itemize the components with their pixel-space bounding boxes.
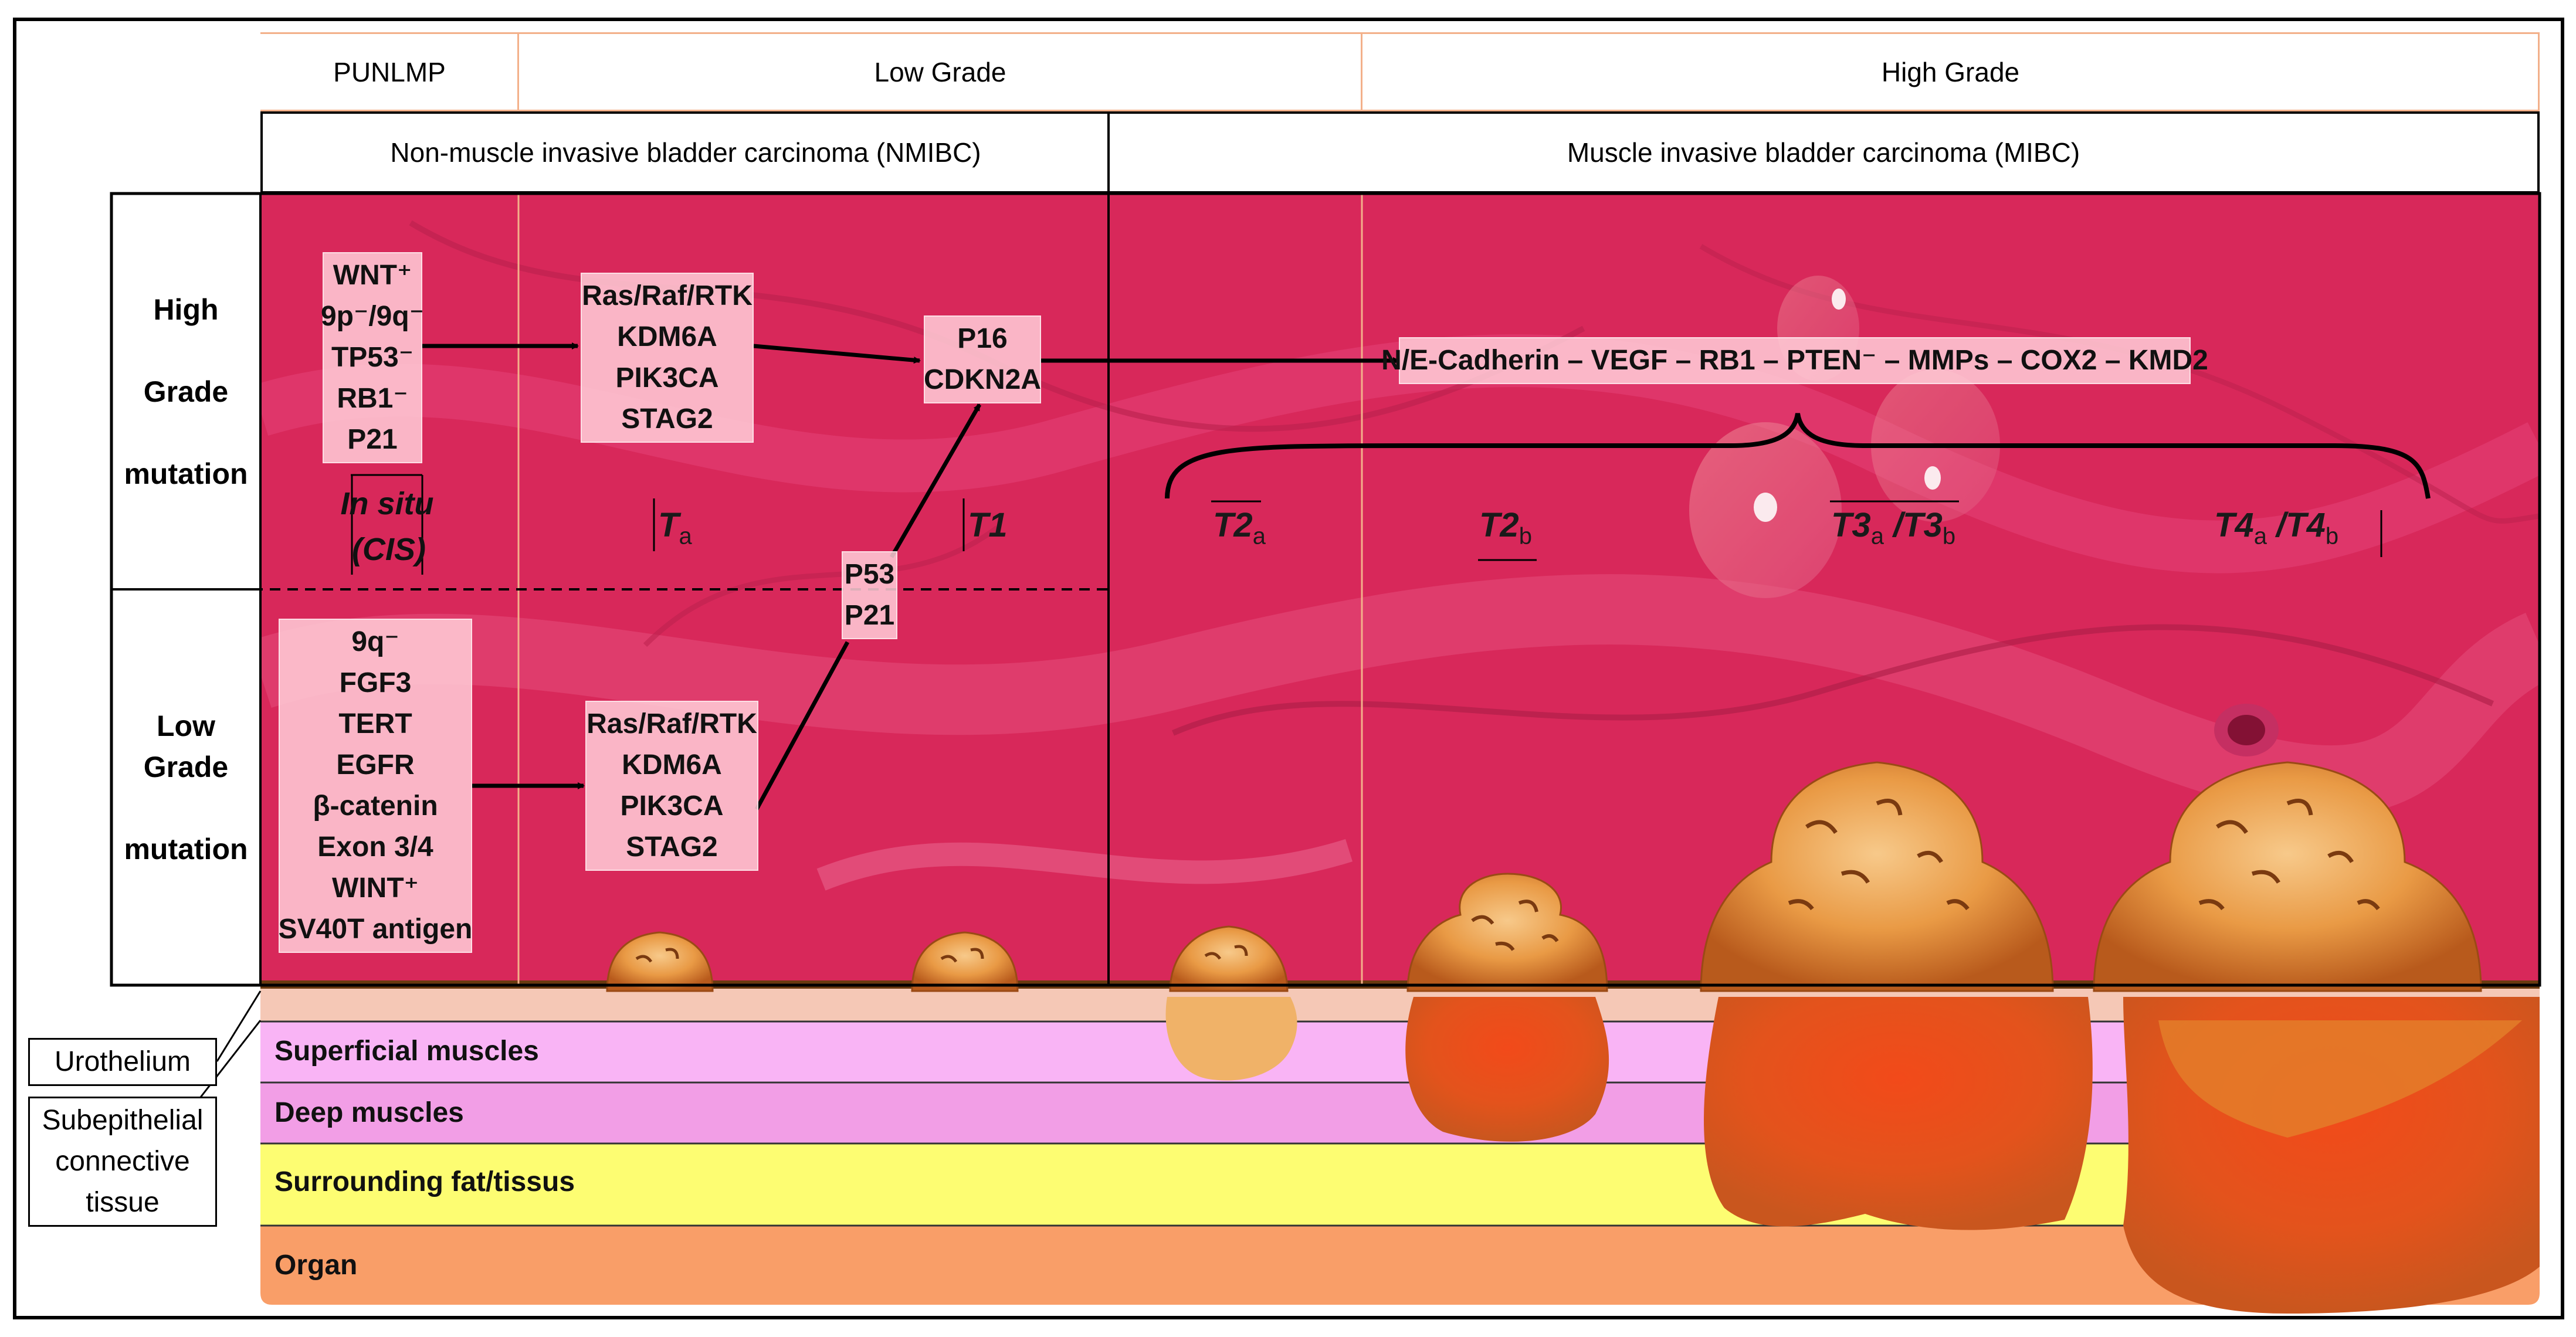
hg-initial-mutation-box: WNT⁺ 9p⁻/9q⁻ TP53⁻ RB1⁻ P21 (321, 252, 424, 463)
tumor-t2a (1169, 925, 1289, 992)
organ-layer (260, 1226, 2540, 1305)
pathway-arrows (422, 342, 1400, 810)
tumor-t3 (1700, 761, 2054, 992)
stage-t4: T4a /T4b (2214, 506, 2339, 549)
tumor-t2b (1406, 873, 1608, 992)
stage-t3: T3a /T3b (1831, 506, 1956, 549)
legend-subepithelial: Subepithelial connective tissue (28, 1097, 217, 1227)
layer-organ: Organ (274, 1250, 358, 1281)
category-nmibc: Non-muscle invasive bladder carcinoma (N… (260, 111, 1109, 194)
layer-surrounding-fat: Surrounding fat/tissus (274, 1166, 575, 1197)
layer-deep-muscles: Deep muscles (274, 1097, 464, 1128)
p53-mutation-box: P53 P21 (842, 551, 897, 639)
lg-initial-mutation-box: 9q⁻ FGF3 TERT EGFR β-catenin Exon 3/4 WI… (279, 619, 472, 953)
stage-ta: Ta (658, 506, 692, 549)
hg-p16-mutation-box: P16 CDKN2A (924, 315, 1041, 403)
stage-t1: T1 (968, 506, 1008, 544)
lg-ras-mutation-box: Ras/Raf/RTK KDM6A PIK3CA STAG2 (585, 701, 758, 871)
mibc-brace (1165, 413, 2431, 499)
tumor-t1 (911, 931, 1019, 992)
row-low-grade-mutation: Low Grade mutation (124, 710, 248, 866)
legend-urothelium: Urothelium (28, 1038, 217, 1086)
cis-label: In situ (CIS) (340, 486, 434, 567)
t3-invasion (1704, 997, 2093, 1230)
tumor-t4 (2093, 761, 2482, 992)
grade-low: Low Grade (520, 34, 1361, 110)
grade-punlmp: PUNLMP (260, 34, 518, 110)
t2b-invasion (1405, 997, 1609, 1142)
row-high-grade-mutation: High Grade mutation (124, 293, 248, 490)
mibc-markers-box: N/E-Cadherin – VEGF – RB1 – PTEN⁻ – MMPs… (1381, 337, 2208, 384)
t2a-invasion (1165, 997, 1297, 1081)
outer-frame (13, 18, 2564, 1319)
hg-ras-mutation-box: Ras/Raf/RTK KDM6A PIK3CA STAG2 (581, 273, 754, 443)
stage-t2a: T2a (1213, 506, 1266, 549)
tumor-ta (606, 931, 714, 992)
layer-superficial-muscles: Superficial muscles (274, 1036, 539, 1067)
stage-t2b: T2b (1479, 506, 1532, 549)
grade-high: High Grade (1363, 34, 2538, 110)
category-mibc: Muscle invasive bladder carcinoma (MIBC) (1107, 111, 2540, 194)
